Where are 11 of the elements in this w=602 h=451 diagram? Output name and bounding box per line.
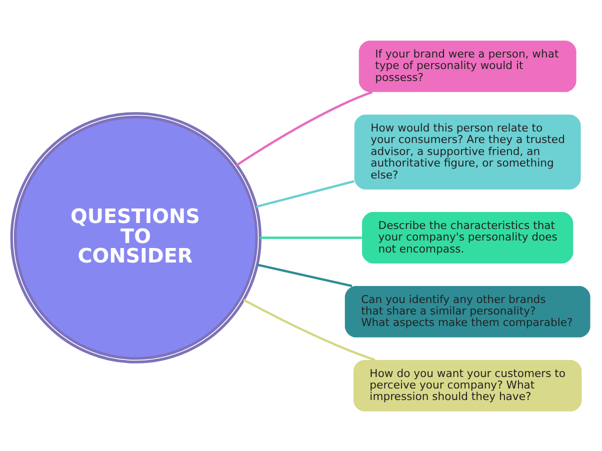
node-box: Can you identify any other brands that share a similar personality? What aspects make them comparable? (344, 286, 590, 337)
node-box: If your brand were a person, what type of personality would it possess? (358, 40, 576, 92)
connector (243, 298, 376, 360)
node-box: Describe the characteristics that your company's personality does not encompass. (362, 212, 574, 263)
node-box: How would this person relate to your consumers? Are they a trusted advisor, a supportive friend, an authoritative figure, or something else? (354, 114, 581, 189)
connector (236, 90, 373, 166)
node-circle: QUESTIONS TO CONSIDER (10, 112, 262, 363)
connector (260, 236, 362, 238)
node-box: How do you want your customers to perceive your company? What impression should they have? (353, 359, 582, 411)
connector (257, 263, 352, 287)
connector (256, 180, 354, 208)
